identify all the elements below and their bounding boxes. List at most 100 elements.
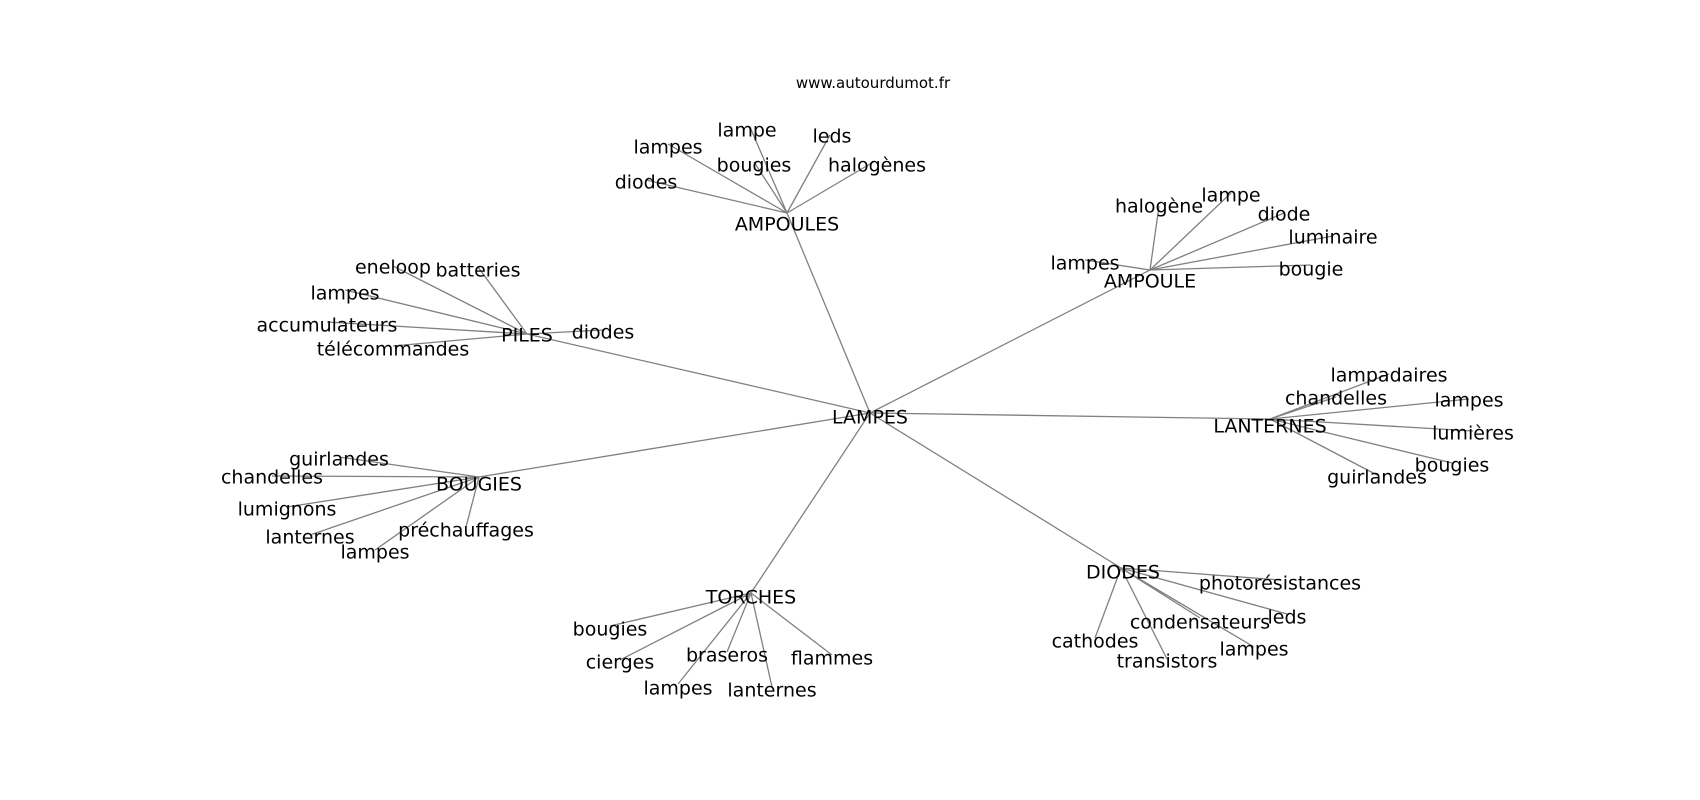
leaf-node-label: préchauffages: [398, 520, 534, 542]
leaf-node-label: lumignons: [238, 499, 337, 521]
hub-node-label: AMPOULES: [735, 214, 839, 236]
edge-hub-leaf: [726, 592, 752, 653]
leaf-node-label: diode: [1258, 204, 1311, 226]
edge-hub-leaf: [286, 476, 480, 508]
leaf-node-label: halogène: [1115, 196, 1203, 218]
leaf-node-label: cathodes: [1052, 631, 1139, 653]
leaf-node-label: télécommandes: [317, 339, 470, 361]
leaf-node-label: transistors: [1117, 651, 1218, 673]
edge-hub-leaf: [677, 592, 752, 685]
edge-hub-leaf: [477, 266, 528, 335]
hub-node-label: PILES: [501, 325, 553, 347]
leaf-node-label: bougies: [1415, 455, 1490, 477]
edge-hub-leaf: [309, 476, 480, 536]
leaf-node-label: lampadaires: [1330, 365, 1447, 387]
edge-hub-leaf: [338, 456, 480, 478]
edge-center-hub: [869, 412, 1271, 420]
edge-hub-leaf: [1120, 567, 1281, 581]
leaf-node-label: lampes: [1050, 253, 1119, 275]
leaf-node-label: diodes: [615, 172, 678, 194]
edge-hub-leaf: [750, 592, 833, 656]
edge-center-hub: [786, 212, 871, 414]
leaf-node-label: guirlandes: [289, 449, 389, 471]
leaf-node-label: bougies: [717, 155, 792, 177]
leaf-node-label: leds: [813, 126, 852, 148]
labels-layer: LAMPES AMPOULES lampe leds lampes bougies halo…: [221, 120, 1514, 702]
edge-hub-leaf: [1094, 567, 1122, 639]
leaf-node-label: accumulateurs: [257, 315, 398, 337]
edge-hub-leaf: [1149, 205, 1160, 271]
edge-center-hub: [526, 333, 871, 414]
edge-hub-leaf: [1269, 418, 1474, 432]
edge-hub-leaf: [1269, 396, 1337, 420]
edge-center-hub: [869, 412, 1122, 569]
edge-hub-leaf: [1149, 212, 1285, 271]
edge-hub-leaf: [753, 161, 788, 214]
edge-hub-leaf: [271, 475, 480, 478]
edge-hub-leaf: [1149, 235, 1334, 271]
leaf-node-label: lumières: [1432, 423, 1514, 445]
edge-hub-leaf: [1149, 192, 1232, 271]
edge-hub-leaf: [1120, 567, 1255, 648]
leaf-node-label: guirlandes: [1327, 467, 1427, 489]
edges-layer: [271, 126, 1474, 688]
leaf-node-label: braseros: [686, 645, 768, 667]
leaf-node-label: lampes: [1434, 390, 1503, 412]
leaf-node-label: lampes: [340, 542, 409, 564]
leaf-node-label: lanternes: [727, 680, 816, 702]
edge-hub-leaf: [465, 476, 480, 528]
edge-hub-leaf: [786, 134, 831, 214]
hub-node-label: AMPOULE: [1104, 271, 1196, 293]
edge-hub-leaf: [1120, 567, 1168, 660]
leaf-node-label: leds: [1268, 607, 1307, 629]
edge-hub-leaf: [1269, 418, 1453, 464]
edge-hub-leaf: [749, 126, 788, 214]
edge-hub-leaf: [1269, 373, 1390, 420]
leaf-node-label: halogènes: [828, 155, 926, 177]
edge-hub-leaf: [1149, 264, 1312, 271]
edge-hub-leaf: [609, 592, 752, 627]
edge-hub-leaf: [786, 160, 876, 214]
leaf-node-label: bougie: [1279, 259, 1344, 281]
edge-hub-leaf: [344, 289, 528, 335]
leaf-node-label: luminaire: [1288, 227, 1377, 249]
edge-hub-leaf: [619, 592, 752, 661]
leaf-node-label: photorésistances: [1199, 573, 1361, 595]
hub-node-label: BOUGIES: [436, 474, 522, 496]
edge-center-hub: [478, 412, 871, 478]
edge-hub-leaf: [1084, 259, 1151, 271]
edge-hub-leaf: [392, 265, 528, 335]
edge-hub-leaf: [526, 329, 604, 335]
leaf-node-label: lampe: [717, 120, 776, 142]
leaf-node-label: chandelles: [1285, 388, 1387, 410]
edge-hub-leaf: [326, 321, 528, 335]
leaf-node-label: diodes: [572, 322, 635, 344]
edge-hub-leaf: [1120, 567, 1288, 615]
leaf-node-label: eneloop: [355, 257, 431, 279]
leaf-node-label: condensateurs: [1130, 612, 1270, 634]
leaf-node-label: lampes: [643, 678, 712, 700]
leaf-node-label: lampe: [1201, 185, 1260, 207]
hub-node-label: DIODES: [1086, 562, 1160, 584]
edge-center-hub: [750, 412, 871, 594]
leaf-node-label: chandelles: [221, 467, 323, 489]
edge-hub-leaf: [374, 476, 480, 551]
leaf-node-label: lampes: [633, 137, 702, 159]
edge-hub-leaf: [1269, 398, 1470, 420]
edge-hub-leaf: [750, 592, 773, 688]
source-label: www.autourdumot.fr: [796, 74, 951, 92]
edge-center-hub: [869, 269, 1151, 414]
hub-node-label: LANTERNES: [1213, 416, 1326, 438]
leaf-node-label: lampes: [1219, 639, 1288, 661]
hub-node-label: TORCHES: [705, 587, 796, 609]
edge-hub-leaf: [667, 143, 788, 214]
edge-hub-leaf: [392, 333, 528, 347]
leaf-node-label: bougies: [573, 619, 648, 641]
leaf-node-label: lampes: [310, 283, 379, 305]
leaf-node-label: cierges: [586, 652, 655, 674]
center-node-label: LAMPES: [832, 407, 908, 429]
leaf-node-label: batteries: [436, 260, 521, 282]
edge-hub-leaf: [1269, 418, 1378, 476]
leaf-node-label: lanternes: [265, 527, 354, 549]
